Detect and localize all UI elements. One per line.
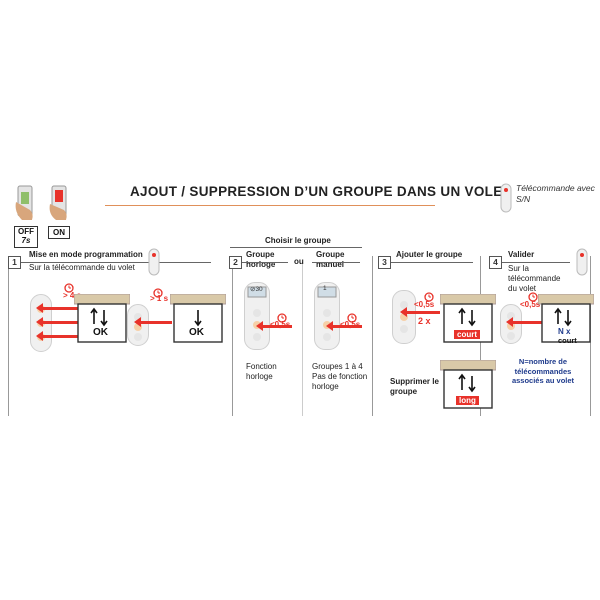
n-note: N=nombre de télécommandes associés au vo… <box>511 357 575 385</box>
step-4-number: 4 <box>489 256 502 269</box>
step-1b-ok-label: OK <box>189 327 204 338</box>
step-4-court-label: court <box>558 336 577 345</box>
power-switch-off-icon <box>15 185 33 220</box>
choose-group-header: Choisir le groupe <box>265 236 331 245</box>
switch-off-time: 7s <box>21 236 31 245</box>
step-1-remote-icon <box>148 248 160 276</box>
step-2-timing: <0,5s <box>270 320 290 329</box>
supprimer-long-label: long <box>456 396 479 405</box>
step-4-nx-label: N x <box>558 327 571 336</box>
step-3-arrow <box>400 307 440 317</box>
step-2-title: Groupe horloge <box>246 250 276 269</box>
step-4-subtitle: Sur la télécommande du volet <box>508 264 561 293</box>
choose-group-rule <box>230 247 362 248</box>
step-1b-shutter <box>169 293 227 343</box>
switch-off-graphic <box>12 184 38 224</box>
step-1-title: Mise en mode programmation <box>29 250 143 259</box>
manual-remote <box>314 282 340 350</box>
step-3-rule <box>391 262 473 263</box>
switch-on-graphic <box>46 184 72 224</box>
step-2-timer-icon <box>277 310 287 328</box>
title-underline <box>105 205 435 206</box>
step-1-arrow-stop <box>36 317 78 327</box>
step-3-timer-icon <box>424 289 434 307</box>
step-2b-timer-icon <box>347 310 357 328</box>
step-2-arrow <box>256 321 292 331</box>
page-title: AJOUT / SUPPRESSION D’UN GROUPE DANS UN … <box>130 184 512 199</box>
step-4-shutter <box>537 293 595 343</box>
step-3-title: Ajouter le groupe <box>396 250 463 259</box>
step-3-timing: <0,5s <box>414 300 435 309</box>
step-2-subtitle: Fonction horloge <box>246 362 277 381</box>
step-3-court-label: court <box>454 330 480 339</box>
step-2b-rule <box>312 262 360 263</box>
step-4-timer-icon <box>528 289 538 307</box>
step-1-arrow-up <box>36 303 78 313</box>
step-3-remote <box>392 290 416 344</box>
step-3-repeat: 2 x <box>418 316 431 326</box>
step-4-rule <box>502 262 570 263</box>
step-1-timing: > 4 s <box>63 291 82 300</box>
step-2b-title: Groupe manuel <box>316 250 345 269</box>
step-4-arrow <box>506 317 544 327</box>
step-1-timer-icon <box>64 280 74 298</box>
step-1-ok-label: OK <box>93 327 108 338</box>
power-switch-on-icon <box>49 185 67 220</box>
divider-1 <box>232 256 233 416</box>
clock-display: ⊘30 <box>250 286 263 293</box>
switch-off-label: OFF <box>18 227 34 236</box>
step-2b-subtitle: Groupes 1 à 4 Pas de fonction horloge <box>312 362 368 391</box>
step-2-number: 2 <box>229 256 242 269</box>
divider-0 <box>8 256 9 416</box>
switch-off-label-box: OFF 7s <box>14 226 38 248</box>
step-1-rule <box>21 262 211 263</box>
step-1-subtitle: Sur la télécommande du volet <box>29 263 135 272</box>
switch-on-label-box: ON <box>48 226 70 239</box>
step-1b-timing: > 1 s <box>150 294 169 303</box>
step-1-arrow-down <box>36 331 78 341</box>
step-4-timing: <0,5s <box>520 300 541 309</box>
switch-on-label: ON <box>53 228 65 237</box>
step-1-shutter <box>73 293 131 343</box>
ou-label: ou <box>294 257 304 266</box>
step-2b-timing: <0,5s <box>340 320 360 329</box>
step-1b-timer-icon <box>153 285 163 303</box>
telecommande-icon <box>500 183 512 213</box>
step-4-title: Valider <box>508 250 535 259</box>
step-1b-arrow <box>134 317 172 327</box>
telecommande-label: Télécommande avec S/N <box>516 183 595 204</box>
step-3-number: 3 <box>378 256 391 269</box>
step-1-number: 1 <box>8 256 21 269</box>
divider-3 <box>372 256 373 416</box>
step-2b-arrow <box>326 321 362 331</box>
step-4-remote-icon <box>576 248 588 276</box>
manual-display: 1 <box>323 285 327 292</box>
divider-2 <box>302 262 303 416</box>
step-2-rule <box>242 262 288 263</box>
supprimer-label: Supprimer le groupe <box>390 377 439 396</box>
